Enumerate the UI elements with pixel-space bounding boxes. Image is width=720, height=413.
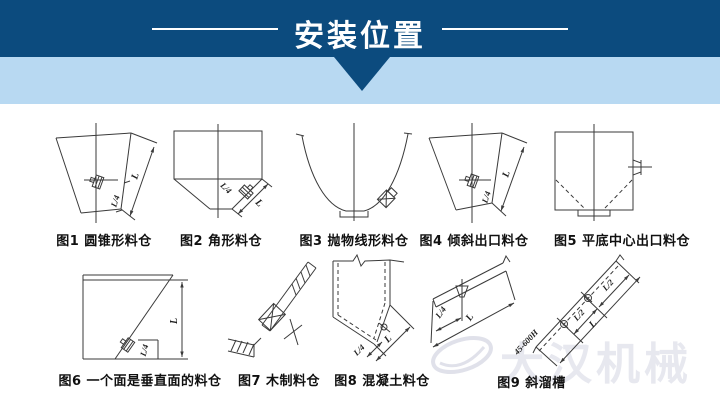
fig1-drawing: L L/4 [55, 123, 158, 223]
fig3-parabolic-hopper: 图3 抛物线形料仓 [288, 120, 420, 249]
fig7-wooden-hopper: 图7 木制料仓 [227, 255, 330, 389]
fig2-caption: 图2 角形料仓 [179, 234, 263, 249]
fig5-caption: 图5 平底中心出口料仓 [553, 234, 691, 249]
model-height-label: 45-600H [511, 327, 540, 357]
dimension-lines [366, 304, 415, 362]
fig1-conical-hopper: L L/4 图1 圆锥形料仓 [38, 120, 170, 249]
page-title: 安装位置 [294, 19, 426, 54]
hopper-outline [554, 124, 634, 221]
vibrator-icon [89, 174, 105, 190]
dim-label-l2a: L/2 [570, 307, 587, 324]
mounting-bracket [253, 318, 303, 346]
fig6-vertical-face-hopper: L L/4 图6 一个面是垂直面的料仓 [50, 255, 230, 389]
watermark-ellipse-icon [431, 335, 493, 375]
fig3-drawing [295, 123, 413, 221]
dim-label-l-right: L [586, 318, 599, 331]
fig9-inclined-chute: L/4 L L/2 L/2 [428, 254, 715, 391]
dim-label-l-left: L [463, 312, 476, 324]
fig6-drawing: L L/4 [82, 274, 188, 360]
fig8-concrete-hopper: L L/4 图8 混凝土料仓 [330, 253, 434, 389]
chute-left-dimensions [430, 270, 516, 348]
wooden-plank-lower [227, 338, 255, 358]
vibrator-icon [376, 187, 398, 209]
vibrator-icon [238, 184, 254, 200]
watermark-swoosh-icon [439, 346, 486, 368]
header-band [0, 0, 720, 57]
dimension-lines [231, 178, 273, 218]
fig6-caption: 图6 一个面是垂直面的料仓 [58, 374, 222, 389]
watermark-logo: 大汉机械 [431, 335, 692, 390]
dim-label-l4: L/4 [108, 194, 121, 209]
chute-left [432, 254, 511, 321]
dim-label-l: L [129, 172, 142, 182]
vibrator-icon [119, 337, 136, 353]
fig2-angular-hopper: L L/4 图2 角形料仓 [162, 120, 280, 249]
brand-watermark: 大汉机械 [428, 323, 720, 407]
fig5-drawing [554, 124, 652, 221]
title-divider-right [442, 28, 568, 30]
hopper-outline [82, 274, 188, 360]
hopper-outline [295, 123, 413, 221]
dim-label-l: L [169, 318, 180, 325]
title-divider-left [152, 28, 278, 30]
fig9-caption: 图9 斜溜槽 [497, 376, 566, 391]
dim-label-l4: L/4 [350, 342, 366, 358]
vibrator-icon [257, 302, 287, 332]
fig2-drawing: L L/4 [173, 124, 273, 218]
wooden-plank-upper [261, 261, 317, 332]
dimension-lines [459, 132, 528, 217]
fig8-caption: 图8 混凝土料仓 [334, 374, 430, 389]
dim-label-l4: L/4 [218, 179, 234, 195]
fig9-drawing: L/4 L L/2 L/2 [430, 254, 641, 367]
fig8-drawing: L L/4 [332, 253, 415, 362]
dim-label-l4: L/4 [137, 343, 150, 358]
watermark-text: 大汉机械 [500, 339, 692, 390]
fig4-inclined-outlet-hopper: L L/4 图4 倾斜出口料仓 [413, 120, 535, 249]
hopper-outline [332, 253, 405, 345]
fig7-caption: 图7 木制料仓 [237, 374, 321, 389]
chute-right-dimensions [535, 260, 641, 367]
fig4-drawing: L L/4 [428, 123, 528, 223]
dimension-lines [84, 132, 158, 221]
chevron-down-pointer [334, 57, 390, 91]
dim-label-l: L [500, 170, 513, 180]
vibrator-bracket-icon [628, 159, 652, 176]
fig7-drawing [227, 261, 317, 358]
fig5-flat-bottom-hopper: 图5 平底中心出口料仓 [533, 120, 711, 249]
dim-label-l4: L/4 [432, 305, 448, 321]
hopper-outline [173, 124, 263, 218]
vibrator-icon [464, 173, 480, 189]
dim-label-l4: L/4 [479, 190, 492, 205]
vibrator-icon [378, 322, 391, 333]
chute-right [532, 254, 625, 354]
dimension-lines [180, 282, 184, 357]
fig3-caption: 图3 抛物线形料仓 [299, 234, 409, 249]
fig4-caption: 图4 倾斜出口料仓 [419, 234, 529, 249]
hopper-outline [428, 123, 503, 223]
hopper-outline [55, 123, 132, 223]
fig1-caption: 图1 圆锥形料仓 [56, 234, 152, 249]
